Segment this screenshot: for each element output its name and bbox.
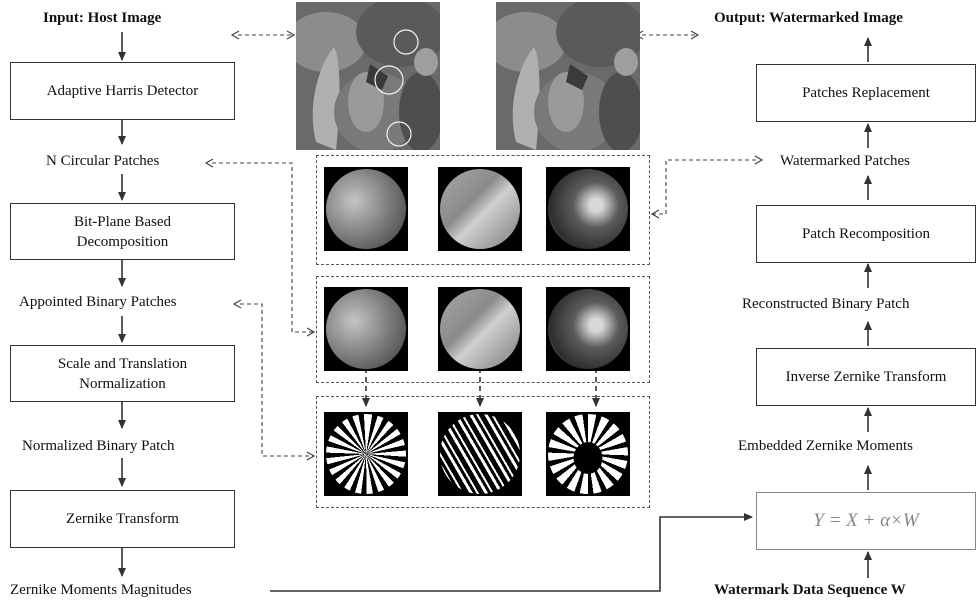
- watermarked-patches-label: Watermarked Patches: [780, 153, 910, 169]
- embedded-moments-label: Embedded Zernike Moments: [738, 438, 913, 454]
- zernike-transform-box: Zernike Transform: [10, 490, 235, 548]
- patch-image: [546, 167, 630, 251]
- patch-image: [546, 287, 630, 371]
- patch-image: [438, 287, 522, 371]
- input-label: Input: Host Image: [43, 10, 162, 26]
- watermarked-image: [496, 2, 640, 150]
- output-label: Output: Watermarked Image: [714, 10, 903, 26]
- binary-patch-image: [438, 412, 522, 496]
- link-appointed-row3: [232, 299, 316, 461]
- reconstructed-binary-label: Reconstructed Binary Patch: [742, 296, 910, 312]
- normalization-box: Scale and Translation Normalization: [10, 345, 235, 402]
- binary-patch-row: [316, 396, 650, 508]
- patch-recomposition-box: Patch Recomposition: [756, 205, 976, 263]
- appointed-binary-label: Appointed Binary Patches: [19, 294, 177, 310]
- circular-patch-row: [316, 276, 650, 383]
- patch-image: [438, 167, 522, 251]
- watermarked-patch-row: [316, 155, 650, 265]
- normalized-binary-label: Normalized Binary Patch: [22, 438, 175, 454]
- host-image: [296, 2, 440, 150]
- binary-patch-image: [546, 412, 630, 496]
- binary-patch-image: [324, 412, 408, 496]
- link-watermarked-row1: [650, 155, 764, 219]
- patch-image: [324, 287, 408, 371]
- watermark-sequence-label: Watermark Data Sequence W: [714, 582, 906, 598]
- bitplane-box: Bit-Plane Based Decomposition: [10, 203, 235, 260]
- patches-replacement-box: Patches Replacement: [756, 64, 976, 122]
- arrow-magnitudes-formula: [270, 513, 753, 592]
- embedding-formula-box: Y = X + α×W: [756, 492, 976, 550]
- inverse-zernike-box: Inverse Zernike Transform: [756, 348, 976, 406]
- patch-image: [324, 167, 408, 251]
- moment-magnitudes-label: Zernike Moments Magnitudes: [10, 582, 192, 598]
- circular-patches-label: N Circular Patches: [46, 153, 160, 169]
- harris-detector-box: Adaptive Harris Detector: [10, 62, 235, 120]
